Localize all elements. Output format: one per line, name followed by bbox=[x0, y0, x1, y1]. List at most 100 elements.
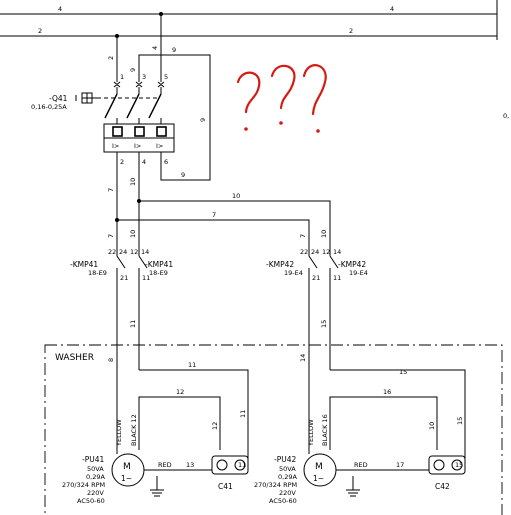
motor-lead: RED bbox=[354, 461, 368, 469]
rail-label: 2 bbox=[38, 27, 42, 35]
capacitor-terminal bbox=[451, 459, 463, 471]
terminal-label: 6 bbox=[164, 158, 168, 166]
wire-label: 7 bbox=[299, 234, 307, 238]
terminal-label: 2 bbox=[120, 158, 124, 166]
edge-text: 0, bbox=[503, 112, 509, 120]
motor-lead: YELLOW bbox=[115, 419, 123, 447]
contactor-ref: 18-E9 bbox=[88, 269, 107, 277]
wire bbox=[138, 396, 221, 450]
wire-label: 10 bbox=[320, 230, 328, 238]
wire-label: 4 bbox=[151, 46, 159, 50]
motor-pu42: M 1~ RED 17 -PU42 50VA 0,29A 270/324 RPM… bbox=[254, 453, 429, 505]
capacitor-body bbox=[211, 455, 249, 475]
capacitor-pin: 15 bbox=[455, 461, 463, 469]
pin-label: 11 bbox=[333, 274, 341, 282]
contactor-ref: 18-E9 bbox=[149, 269, 168, 277]
wire bbox=[329, 396, 438, 450]
question-marks-annotation bbox=[236, 64, 327, 133]
contactor-tag: -KMP41 bbox=[145, 260, 173, 269]
contactor-ref: 19-E4 bbox=[349, 269, 368, 277]
wire-label: 9 bbox=[181, 171, 185, 179]
wire-label: 11 bbox=[239, 410, 247, 418]
terminal-label: 4 bbox=[142, 158, 146, 166]
motor-tag: -PU41 bbox=[82, 455, 104, 464]
thermal-element bbox=[134, 126, 145, 137]
breaker-tag: -Q41 bbox=[49, 94, 68, 103]
breaker-range: 0,16-0,25A bbox=[31, 103, 67, 111]
pin-label: 22 bbox=[300, 248, 308, 256]
washer-enclosure bbox=[44, 344, 503, 515]
breaker-contact bbox=[126, 93, 140, 119]
motor-lead: RED bbox=[158, 461, 172, 469]
wire-label: 16 bbox=[383, 388, 391, 396]
contactor-tag: -KMP42 bbox=[338, 260, 366, 269]
motor-voltage: 220V bbox=[87, 489, 104, 497]
motor-symbol: M bbox=[315, 462, 323, 472]
wire bbox=[139, 200, 331, 240]
breaker-contact bbox=[148, 93, 162, 119]
pin-label: 21 bbox=[312, 274, 320, 282]
wire-label: 10 bbox=[232, 192, 240, 200]
question-mark-dot bbox=[279, 121, 283, 125]
motor-tag: -PU42 bbox=[274, 455, 296, 464]
contact bbox=[308, 255, 318, 269]
pin-label: 12 bbox=[322, 248, 330, 256]
wire-label: 17 bbox=[396, 461, 404, 469]
wire-label: 10 bbox=[129, 178, 137, 186]
motor-phase: 1~ bbox=[121, 474, 132, 483]
terminal-cross bbox=[113, 81, 165, 88]
capacitor-c42: 15 C42 bbox=[428, 455, 466, 491]
motor-lead: BLACK 12 bbox=[130, 414, 138, 446]
wire-label: 2 bbox=[107, 56, 115, 60]
wire-label: 9 bbox=[199, 118, 207, 122]
capacitor-body bbox=[428, 455, 466, 475]
motor-voltage: 220V bbox=[279, 489, 296, 497]
motor-freq: AC50-60 bbox=[77, 497, 105, 505]
motor-power: 50VA bbox=[279, 465, 296, 473]
wire-label: 7 bbox=[107, 188, 115, 192]
capacitor-pin: 11 bbox=[238, 461, 246, 469]
trip-symbol: I> bbox=[134, 142, 141, 150]
wire-label: 11 bbox=[129, 320, 137, 328]
pin-label: 12 bbox=[130, 248, 138, 256]
thermal-element bbox=[156, 126, 167, 137]
pin-label: 24 bbox=[311, 248, 319, 256]
rail-label: 4 bbox=[58, 5, 62, 13]
wire-label: 7 bbox=[212, 211, 216, 219]
terminal-label: 3 bbox=[142, 73, 146, 81]
motor-phase: 1~ bbox=[313, 474, 324, 483]
motor-current: 0,29A bbox=[86, 473, 105, 481]
motor-symbol: M bbox=[123, 462, 131, 472]
rail-label: 4 bbox=[390, 5, 394, 13]
wire-label: 12 bbox=[211, 422, 219, 430]
wire-label: 15 bbox=[456, 417, 464, 425]
question-mark-dot bbox=[244, 127, 248, 131]
wire-label: 10 bbox=[129, 230, 137, 238]
wire-label: 15 bbox=[399, 368, 407, 376]
wire-label: 14 bbox=[299, 354, 307, 362]
aux-loop-wire bbox=[138, 54, 211, 181]
contact bbox=[329, 255, 339, 269]
thermal-element bbox=[112, 126, 123, 137]
contactor-kmp42: 22 24 12 14 21 11 -KMP42 19-E4 -KMP42 19… bbox=[266, 240, 368, 370]
trip-symbol: I> bbox=[112, 142, 119, 150]
capacitor-terminal bbox=[433, 459, 445, 471]
motor-pu41: M 1~ RED 13 -PU41 50VA 0,29A 270/324 RPM… bbox=[62, 453, 212, 505]
wire-label: 13 bbox=[186, 461, 194, 469]
capacitor-tag: C41 bbox=[218, 482, 233, 491]
question-mark bbox=[236, 71, 261, 114]
wire-label: 10 bbox=[428, 422, 436, 430]
capacitor-terminal bbox=[216, 459, 228, 471]
washer-title: WASHER bbox=[55, 353, 94, 363]
motor-rpm: 270/324 RPM bbox=[254, 481, 297, 489]
contact bbox=[116, 255, 126, 269]
question-mark-dot bbox=[316, 129, 320, 133]
pin-label: 21 bbox=[120, 274, 128, 282]
wire bbox=[330, 369, 466, 462]
contactor-tag: -KMP41 bbox=[70, 260, 98, 269]
breaker-q41: 1 3 5 -Q41 0,16-0,25A I> I> I> 2 4 6 bbox=[31, 73, 175, 166]
question-mark bbox=[302, 64, 327, 116]
pin-label: 14 bbox=[141, 248, 149, 256]
motor-power: 50VA bbox=[87, 465, 104, 473]
